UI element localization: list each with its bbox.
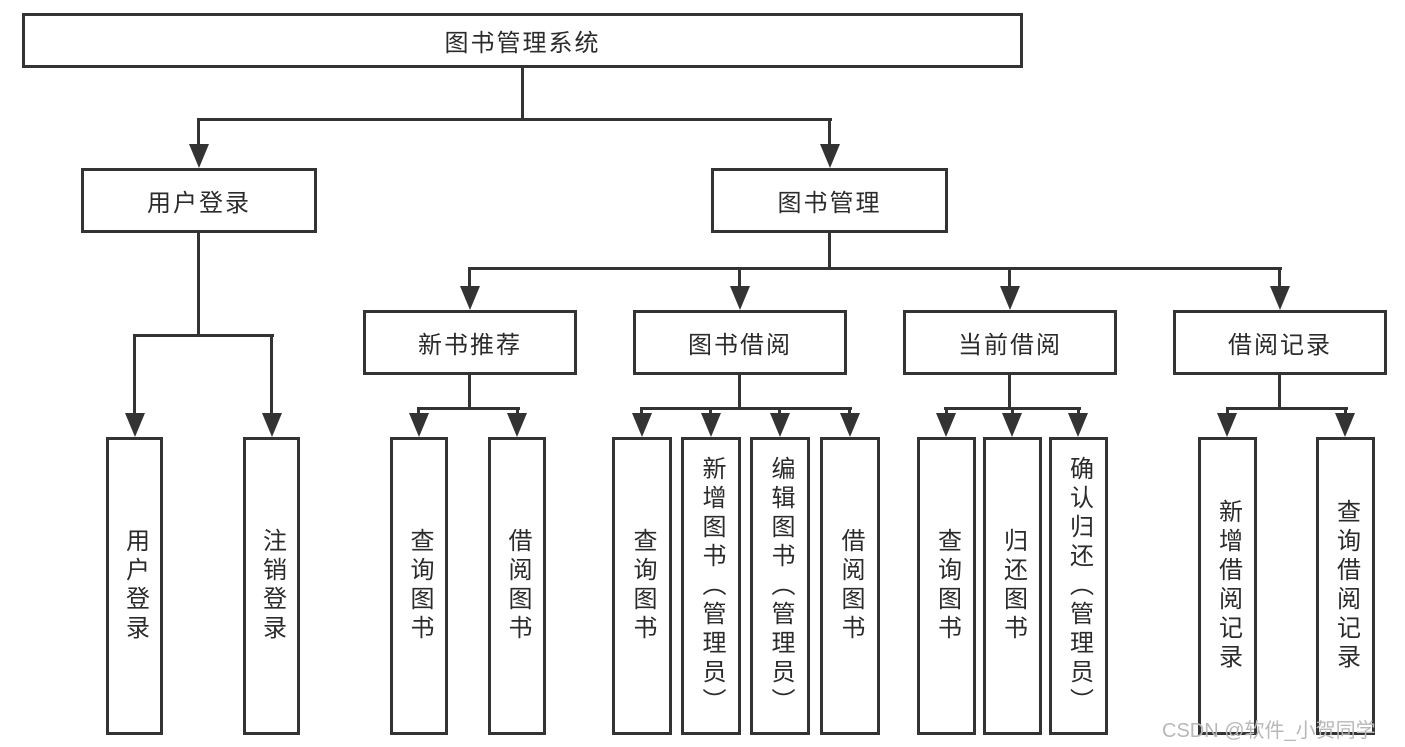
node-current-borrow: 当前借阅 [903, 310, 1117, 375]
edge-leaf-login-stub [133, 334, 136, 419]
leaf-label: 借阅图书 [837, 528, 864, 644]
edge-recommend-leaf1-stub [417, 407, 420, 417]
csdn-watermark: CSDN @软件_小贺同学 [1162, 720, 1376, 742]
edge-records-crossbar [1226, 407, 1348, 410]
edge-user-login-stub [197, 118, 200, 150]
edge-current-leaf1-stub [945, 407, 948, 417]
edge-current-leaf3-stub [1077, 407, 1080, 417]
node-book-borrow: 图书借阅 [633, 310, 847, 375]
node-label: 图书管理系统 [444, 30, 601, 57]
arrowhead-borrow-leaf2 [701, 413, 721, 437]
edge-records-leaf1-stub [1226, 407, 1229, 417]
node-label: 新书推荐 [418, 332, 522, 359]
arrowhead-current-leaf2 [1002, 413, 1022, 437]
edge-user-login-trunk [197, 233, 200, 337]
node-library-management-system: 图书管理系统 [22, 13, 1023, 68]
edge-level2-crossbar [197, 118, 832, 121]
leaf-label: 确认归还（管理员） [1065, 455, 1093, 717]
edge-book-management-stub [828, 118, 831, 150]
leaf-label: 查询图书 [629, 528, 656, 644]
arrowhead-recommend-leaf2 [507, 413, 527, 437]
arrowhead-recommend-leaf1 [409, 413, 429, 437]
edge-borrow-crossbar [640, 407, 852, 410]
arrowhead-leaf-login [125, 413, 145, 437]
arrowhead-current-leaf1 [936, 413, 956, 437]
leaf-label: 查询图书 [933, 528, 961, 644]
edge-new-book-recommend-stub [468, 267, 471, 292]
node-book-management: 图书管理 [711, 168, 948, 233]
arrowhead-current-borrow [1000, 286, 1020, 310]
edge-recommend-crossbar [417, 407, 520, 410]
leaf-label: 归还图书 [999, 528, 1027, 644]
leaf-query-books-current: 查询图书 [917, 437, 976, 735]
arrowhead-leaf-logout [262, 413, 282, 437]
leaf-add-borrow-record: 新增借阅记录 [1198, 437, 1257, 735]
edge-current-trunk [1008, 375, 1011, 410]
arrowhead-borrow-leaf1 [632, 413, 652, 437]
edge-level3-crossbar [468, 267, 1282, 270]
arrowhead-user-login [189, 144, 209, 168]
leaf-label: 借阅图书 [504, 528, 531, 644]
edge-records-leaf2-stub [1344, 407, 1347, 417]
edge-root-trunk [521, 68, 524, 120]
leaf-user-login: 用户登录 [106, 437, 163, 735]
edge-leaf-logout-stub [270, 334, 273, 419]
arrowhead-borrow-records [1270, 286, 1290, 310]
edge-records-trunk [1278, 375, 1281, 410]
node-new-book-recommend: 新书推荐 [363, 310, 577, 375]
edge-borrow-leaf2-stub [709, 407, 712, 417]
arrowhead-records-leaf2 [1335, 413, 1355, 437]
leaf-query-books-borrow: 查询图书 [612, 437, 672, 735]
node-label: 借阅记录 [1228, 332, 1332, 359]
leaf-label: 新增借阅记录 [1214, 499, 1242, 673]
node-label: 图书借阅 [688, 332, 792, 359]
edge-borrow-leaf1-stub [640, 407, 643, 417]
arrowhead-borrow-leaf4 [840, 413, 860, 437]
leaf-add-books-admin: 新增图书（管理员） [681, 437, 741, 735]
node-label: 用户登录 [147, 190, 251, 217]
edge-borrow-trunk [738, 375, 741, 410]
edge-book-management-trunk [828, 233, 831, 270]
node-user-login: 用户登录 [81, 168, 317, 233]
leaf-label: 查询借阅记录 [1332, 499, 1360, 673]
edge-borrow-records-stub [1278, 267, 1281, 292]
leaf-edit-books-admin: 编辑图书（管理员） [750, 437, 810, 735]
edge-recommend-trunk [468, 375, 471, 410]
leaf-label: 编辑图书（管理员） [767, 455, 794, 717]
arrowhead-current-leaf3 [1068, 413, 1088, 437]
leaf-label: 用户登录 [121, 528, 149, 644]
leaf-label: 查询图书 [406, 528, 433, 644]
edge-book-borrow-stub [738, 267, 741, 292]
node-label: 当前借阅 [958, 332, 1062, 359]
leaf-query-books-recommend: 查询图书 [390, 437, 448, 735]
leaf-logout: 注销登录 [243, 437, 300, 735]
leaf-borrow-books: 借阅图书 [820, 437, 880, 735]
arrowhead-records-leaf1 [1217, 413, 1237, 437]
leaf-label: 注销登录 [258, 528, 286, 644]
edge-current-leaf2-stub [1011, 407, 1014, 417]
leaf-label: 新增图书（管理员） [698, 455, 725, 717]
leaf-return-books: 归还图书 [983, 437, 1042, 735]
edge-borrow-leaf4-stub [848, 407, 851, 417]
edge-user-login-crossbar [133, 334, 274, 337]
leaf-borrow-books-recommend: 借阅图书 [488, 437, 546, 735]
arrowhead-book-borrow [730, 286, 750, 310]
edge-borrow-leaf3-stub [778, 407, 781, 417]
node-borrow-records: 借阅记录 [1173, 310, 1387, 375]
leaf-query-borrow-record: 查询借阅记录 [1316, 437, 1375, 735]
edge-current-borrow-stub [1008, 267, 1011, 292]
arrowhead-book-management [820, 144, 840, 168]
arrowhead-new-book-recommend [460, 286, 480, 310]
edge-recommend-leaf2-stub [516, 407, 519, 417]
leaf-confirm-return-admin: 确认归还（管理员） [1049, 437, 1108, 735]
arrowhead-borrow-leaf3 [770, 413, 790, 437]
node-label: 图书管理 [777, 190, 882, 217]
